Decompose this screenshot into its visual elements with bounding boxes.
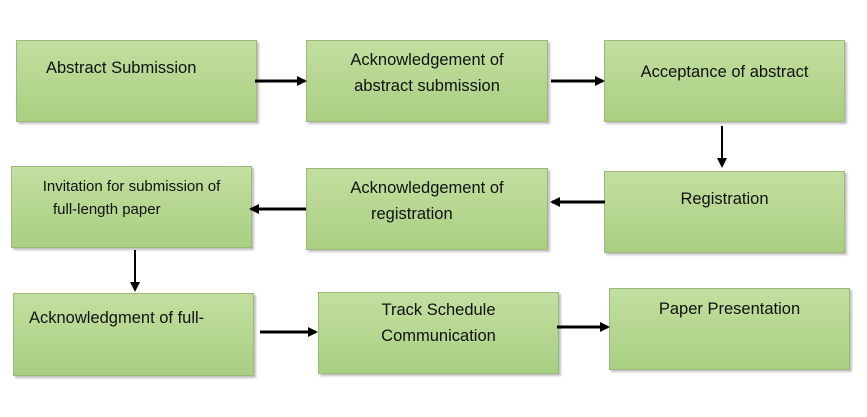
step-ack-registration: Acknowledgement of registration xyxy=(306,168,548,250)
step-label-line1: Track Schedule xyxy=(381,301,496,319)
step-invitation-full-paper: Invitation for submission of full-length… xyxy=(11,166,252,248)
step-label: Acknowledgment of full- xyxy=(29,309,205,327)
step-label-line1: Acknowledgement of xyxy=(350,51,504,69)
step-label-line2: registration xyxy=(371,205,453,223)
step-abstract-submission: Abstract Submission xyxy=(16,40,257,122)
step-label: Acceptance of abstract xyxy=(640,63,809,81)
step-ack-abstract: Acknowledgement of abstract submission xyxy=(306,40,548,122)
step-label-line2: abstract submission xyxy=(354,77,500,95)
step-label: Paper Presentation xyxy=(658,300,801,318)
step-label-line2: full-length paper xyxy=(53,201,161,218)
step-label-line1: Invitation for submission of xyxy=(42,178,221,195)
step-registration: Registration xyxy=(604,171,845,253)
step-label-line2: Communication xyxy=(381,327,496,345)
step-label: Abstract Submission xyxy=(46,59,197,77)
step-track-schedule: Track Schedule Communication xyxy=(318,292,559,374)
step-ack-full-paper: Acknowledgment of full- xyxy=(13,293,254,376)
step-label: Registration xyxy=(680,190,769,208)
step-paper-presentation: Paper Presentation xyxy=(609,288,850,370)
step-label-line1: Acknowledgement of xyxy=(350,179,504,197)
step-acceptance-abstract: Acceptance of abstract xyxy=(604,40,845,122)
